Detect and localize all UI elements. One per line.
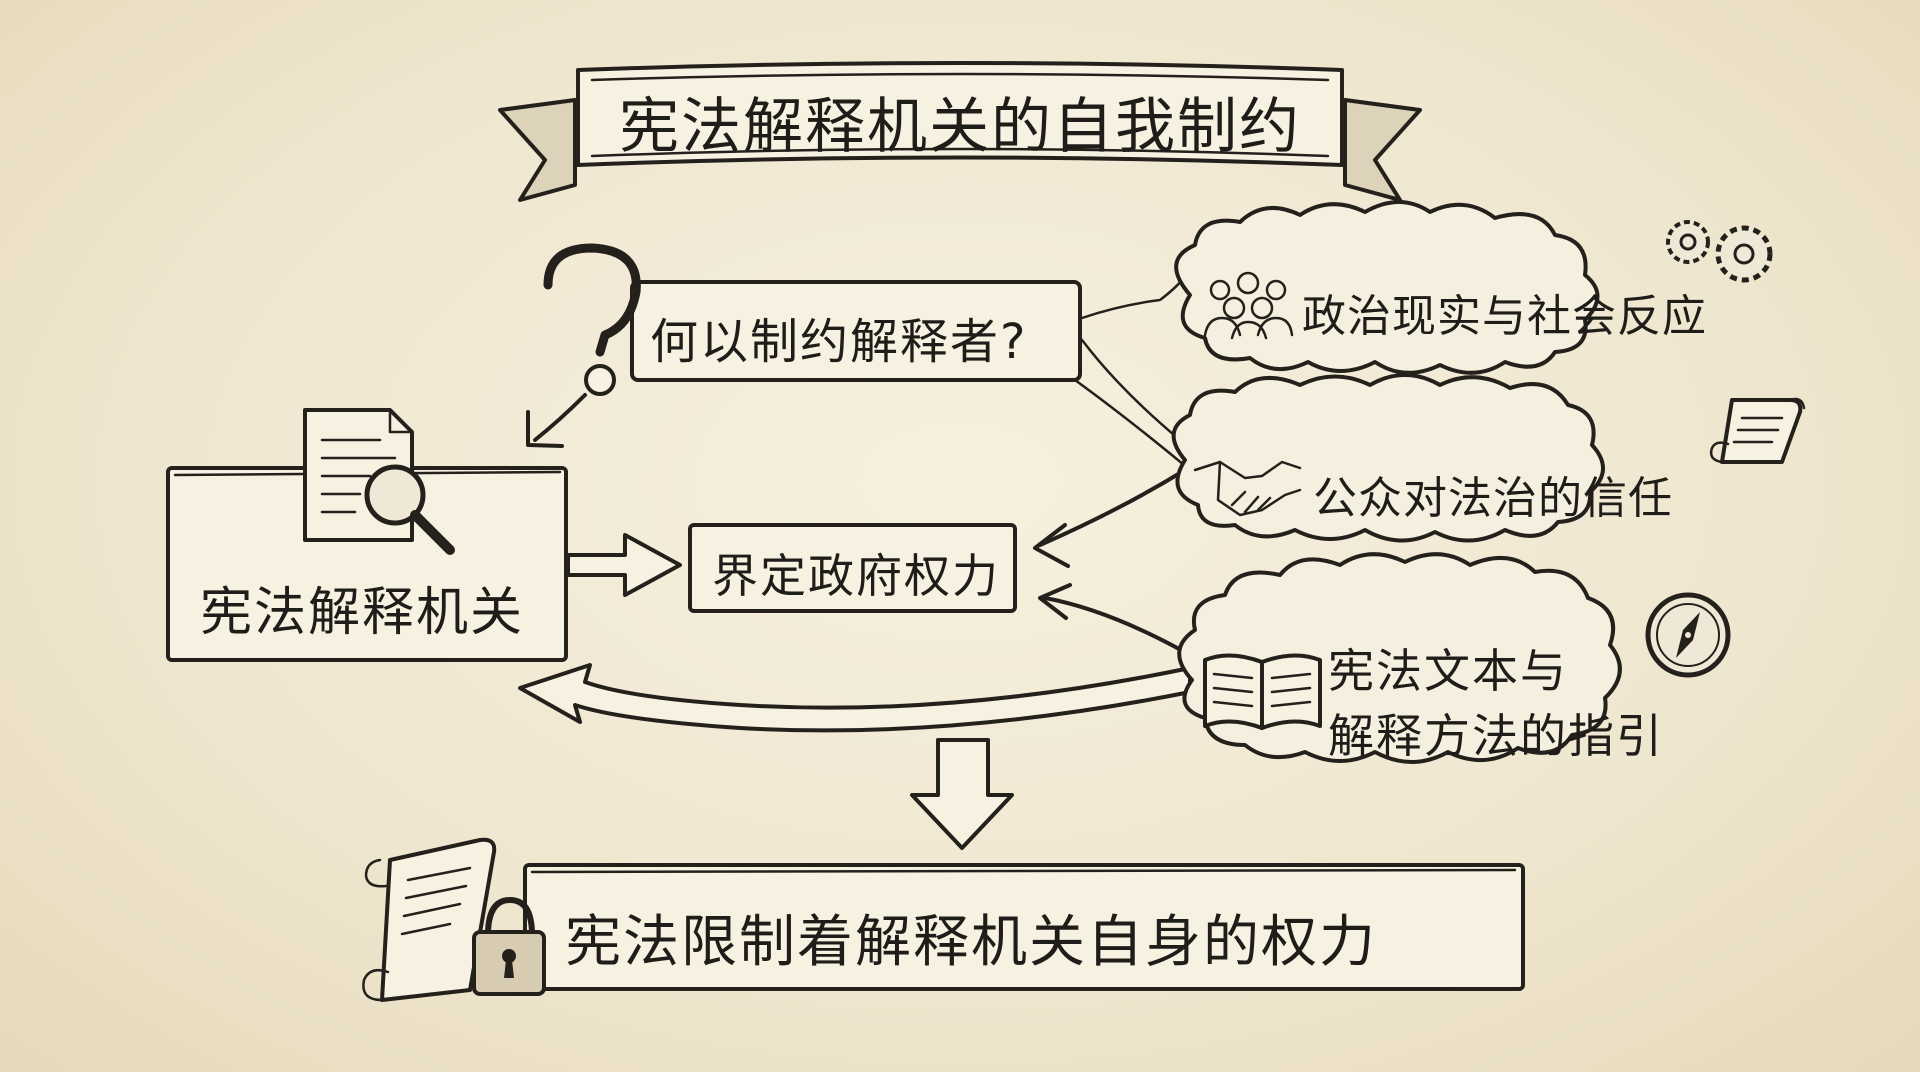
main-node-label: 宪法解释机关 xyxy=(200,583,525,643)
question-text: 何以制约解释者? xyxy=(650,314,1028,370)
main-to-center-arrow xyxy=(566,533,682,597)
trust-to-center-arrow xyxy=(1033,468,1187,568)
constraint-label-text-line2: 解释方法的指引 xyxy=(1328,709,1664,763)
page-title: 宪法解释机关的自我制约 xyxy=(619,92,1301,162)
center-node-label: 界定政府权力 xyxy=(712,549,1000,603)
gears-icon xyxy=(1666,220,1773,283)
center-node-box xyxy=(688,523,1017,613)
box-sketch-line xyxy=(530,868,1517,874)
crowd-icon xyxy=(1203,271,1294,340)
connector-line xyxy=(1073,378,1192,472)
question-mark-icon xyxy=(543,243,641,396)
scroll-icon xyxy=(1709,397,1806,464)
constraint-label-political-reality: 政治现实与社会反应 xyxy=(1302,291,1707,342)
cloud-political-reality xyxy=(1174,200,1600,375)
conclusion-label: 宪法限制着解释机关自身的权力 xyxy=(565,910,1377,975)
title-banner xyxy=(498,61,1422,202)
constraint-label-text-line1: 宪法文本与 xyxy=(1328,644,1568,698)
open-book-icon xyxy=(1203,653,1322,730)
constraint-label-public-trust: 公众对法治的信任 xyxy=(1313,473,1673,524)
connector-line xyxy=(1080,268,1192,320)
document-magnifier-icon xyxy=(303,408,455,555)
question-to-main-arrow xyxy=(526,393,587,448)
text-to-center-arrow xyxy=(1038,583,1192,657)
down-arrow xyxy=(910,738,1014,850)
scroll-padlock-icon xyxy=(362,837,546,1002)
conclusion-box xyxy=(523,863,1525,991)
handshake-icon xyxy=(1193,460,1302,517)
compass-icon xyxy=(1645,592,1731,678)
feedback-arrow xyxy=(518,663,1192,733)
question-box xyxy=(630,280,1082,382)
cloud-public-trust xyxy=(1171,373,1605,543)
